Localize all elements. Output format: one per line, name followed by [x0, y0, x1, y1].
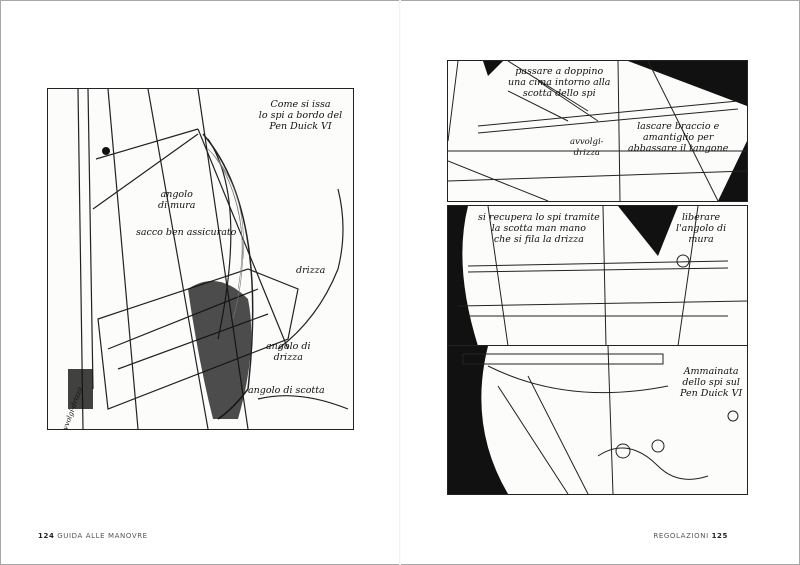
right-footer: REGOLAZIONI 125	[653, 532, 728, 540]
deck-sketch	[448, 206, 747, 346]
gutter	[399, 0, 401, 565]
note-avvolgi-drizza: avvolgi-drizza	[570, 137, 604, 158]
section-title-left: GUIDA ALLE MANOVRE	[57, 532, 148, 540]
page-number-right: 125	[711, 532, 728, 540]
label-drizza: drizza	[296, 265, 326, 276]
page-number-left: 124	[38, 532, 55, 540]
label-angolo-di-scotta: angolo di scotta	[248, 385, 325, 396]
label-sacco: sacco ben assicurato	[136, 227, 237, 238]
deck-sketch	[448, 61, 747, 201]
deck-sketch	[448, 346, 739, 494]
left-footer: 124 GUIDA ALLE MANOVRE	[38, 532, 148, 540]
sailboat-sketch	[68, 89, 349, 429]
section-title-right: REGOLAZIONI	[653, 532, 709, 540]
